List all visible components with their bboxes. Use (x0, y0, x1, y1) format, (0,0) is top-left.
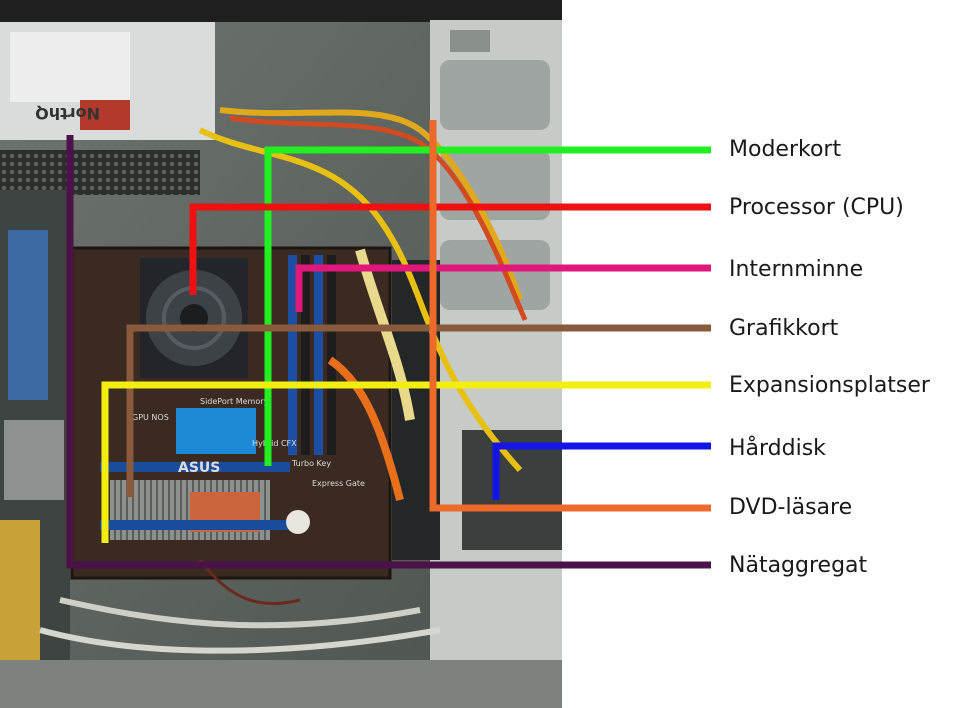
label-expansionsplatser: Expansionsplatser (729, 373, 930, 398)
label-nataggregat: Nätaggregat (729, 553, 868, 578)
chipset-heatsink (176, 408, 256, 454)
board-brand-text: ASUS (178, 460, 220, 476)
board-label-gpu-nos: GPU NOS (132, 413, 169, 422)
board-label-sideport: SidePort Memory (200, 397, 269, 406)
ram-slot (288, 255, 297, 455)
label-moderkort: Moderkort (729, 137, 842, 162)
dvd-drive (392, 260, 440, 560)
hard-disk (462, 430, 562, 550)
label-harddisk: Hårddisk (729, 436, 826, 461)
label-grafikkort: Grafikkort (729, 316, 839, 341)
label-processor: Processor (CPU) (729, 195, 904, 220)
board-label-express-gate: Express Gate (312, 479, 365, 488)
board-label-turbo-key: Turbo Key (291, 459, 331, 468)
psu-brand-text: NorthQ (35, 104, 100, 123)
computer-interior-photo: NorthQ ASUS GPU NOS Hybrid CFX Turbo Key… (0, 0, 562, 708)
label-dvd-lasare: DVD-läsare (729, 495, 853, 520)
board-label-hybrid-cfx: Hybrid CFX (252, 439, 297, 448)
label-internminne: Internminne (729, 257, 864, 282)
